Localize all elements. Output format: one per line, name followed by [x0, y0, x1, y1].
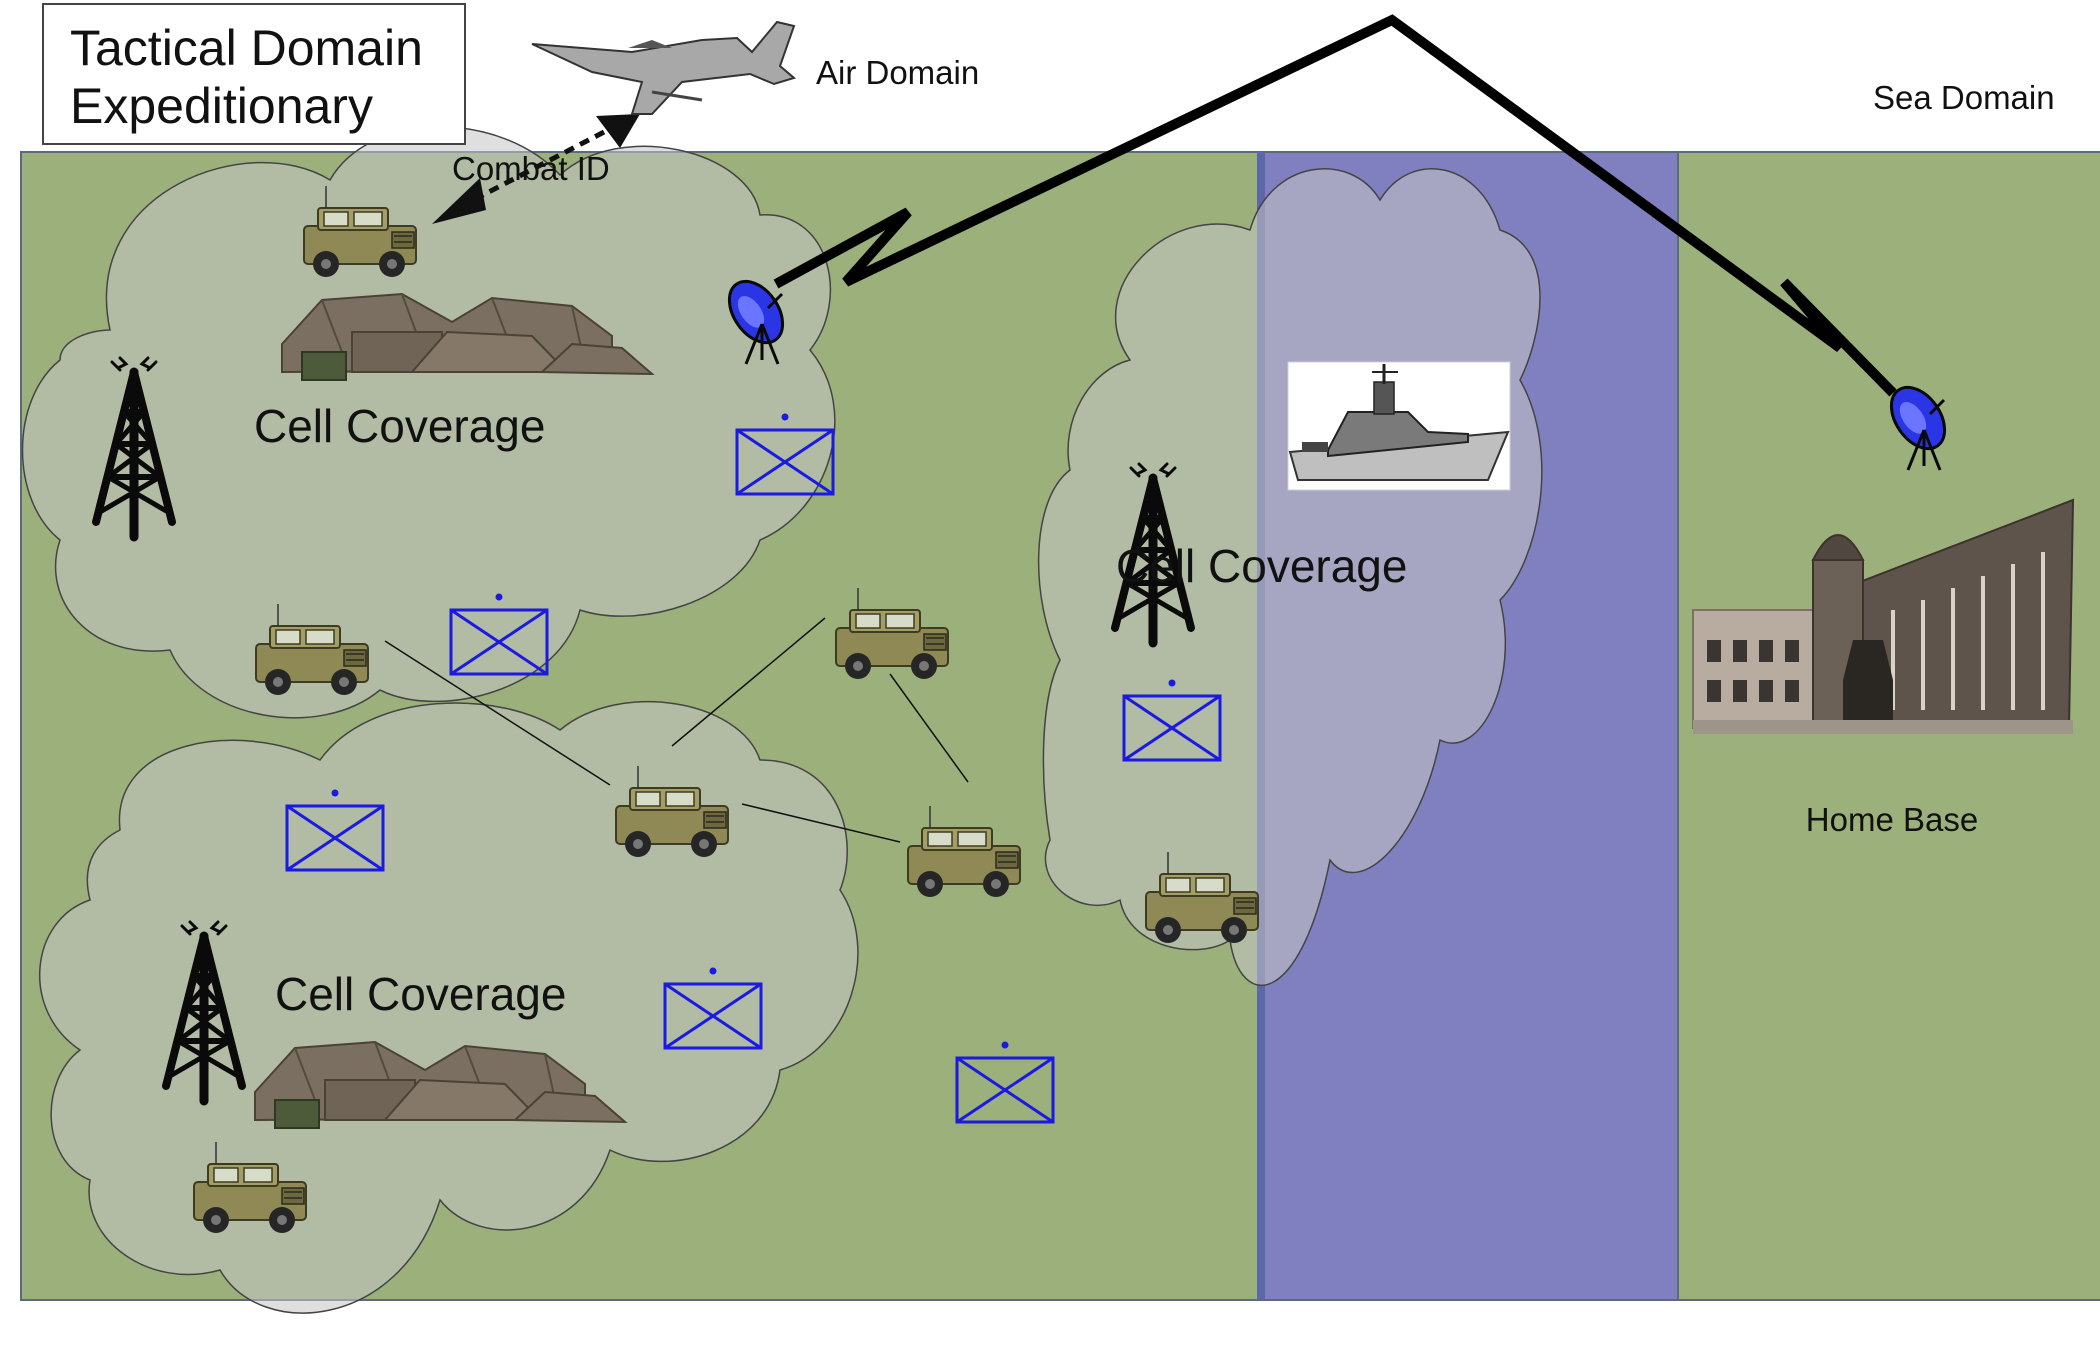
cell-coverage-label: Cell Coverage: [1116, 540, 1407, 592]
combat-id-link: [432, 114, 640, 224]
diagram-title-line-1: Tactical Domain: [70, 20, 423, 76]
warship-icon: [1287, 361, 1511, 491]
sea-domain-label: Sea Domain: [1873, 79, 2055, 116]
combat-id-label: Combat ID: [452, 150, 610, 187]
satellite-link: [773, 14, 1897, 397]
air-domain-label: Air Domain: [816, 54, 979, 91]
diagram-title-box: Tactical Domain Expeditionary: [42, 3, 466, 145]
cell-coverage-cloud-2: [39, 700, 859, 1314]
fighter-jet-icon: [531, 20, 797, 115]
cell-coverage-label: Cell Coverage: [254, 400, 545, 452]
mesh-links: [384, 617, 969, 843]
home-base-label: Home Base: [1806, 801, 1978, 838]
government-building-icon: [1692, 498, 2075, 734]
diagram-title-line-2: Expeditionary: [70, 78, 373, 134]
cell-coverage-label: Cell Coverage: [275, 968, 566, 1020]
